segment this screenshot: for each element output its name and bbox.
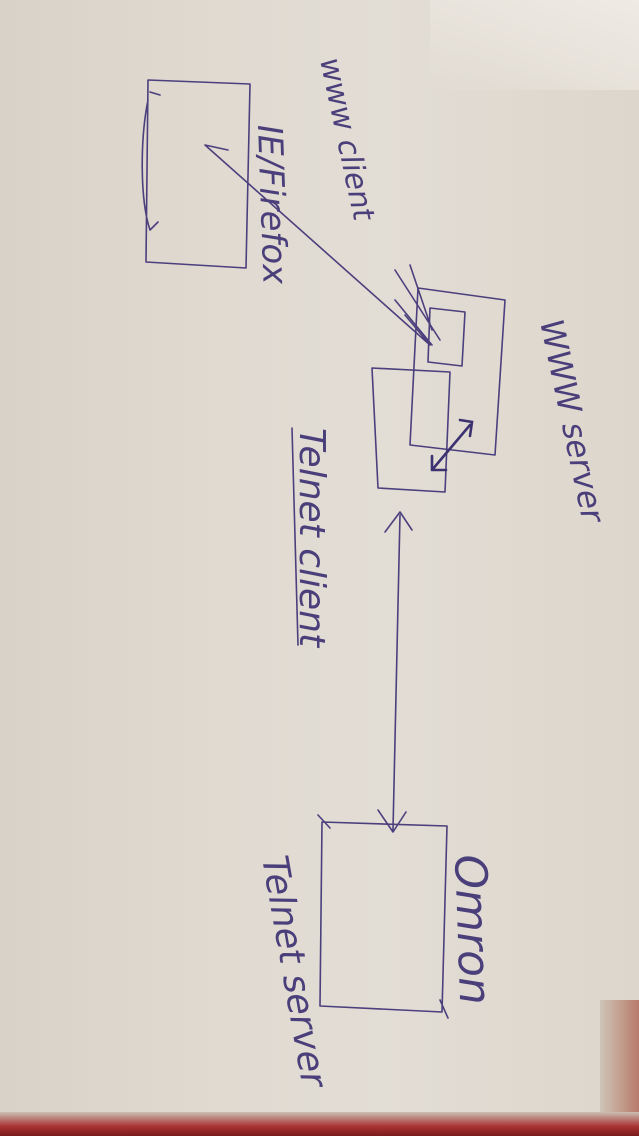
www-server-inner-box xyxy=(427,307,466,367)
client-to-server-arrow xyxy=(204,144,433,346)
www-server-box xyxy=(409,287,506,456)
telnet-server-label: Telnet server xyxy=(253,852,334,1092)
omron-label: Omron xyxy=(444,854,500,1006)
telnet-client-underline xyxy=(291,427,299,646)
telnet-client-box xyxy=(371,367,451,493)
telnet-link-arrow xyxy=(377,511,413,833)
browser-label: IE/Firefox xyxy=(249,124,295,286)
table-edge xyxy=(0,1112,639,1136)
omron-box xyxy=(317,814,449,1019)
telnet-client-label: Telnet client xyxy=(291,428,332,649)
www-server-label: WWW server xyxy=(532,316,612,528)
server-client-double-arrow xyxy=(430,418,474,472)
www-client-label: www client xyxy=(312,54,381,224)
paper-corner-highlight xyxy=(430,0,639,90)
client-box xyxy=(141,79,251,269)
